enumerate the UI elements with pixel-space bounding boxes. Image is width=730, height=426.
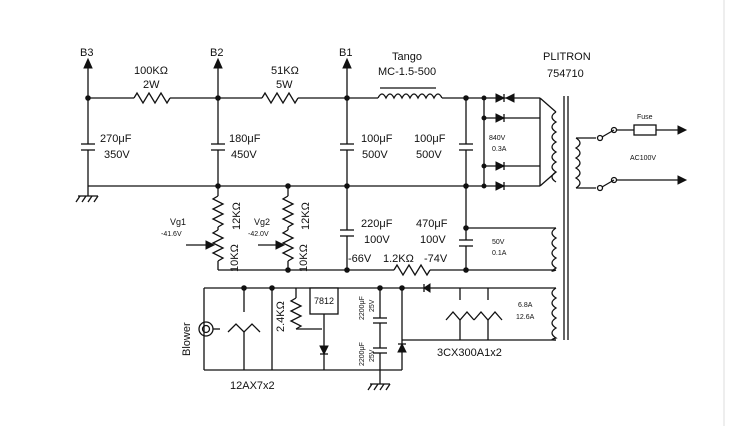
- mains-switch: [596, 126, 618, 192]
- b3-arrow: [83, 57, 93, 98]
- capacitor-b1-b: [459, 98, 473, 186]
- capacitor-b1-a: [340, 98, 354, 186]
- c-b3-voltage: 350V: [104, 149, 130, 161]
- heater-3cx300a1-b: [473, 288, 503, 340]
- capacitor-bias-b: [459, 186, 473, 270]
- c-bias-b-value: 470μF: [416, 218, 448, 230]
- transformer-brand: PLITRON: [543, 51, 591, 63]
- transformer-primary: [574, 137, 596, 189]
- transformer-bias-winding: [463, 225, 558, 272]
- c-bias-a-value: 220μF: [361, 218, 393, 230]
- transformer-heater-winding: [551, 287, 558, 341]
- heater-winding-current: 6.8A: [518, 302, 533, 309]
- fuse: [633, 124, 657, 136]
- vg2-divider: [258, 186, 295, 270]
- heater-12ax7-a: [227, 288, 261, 370]
- c-bias-b-voltage: 100V: [420, 234, 446, 246]
- transformer-hv-secondary: [551, 111, 558, 183]
- capacitor-bias-a: [340, 186, 354, 270]
- heater-winding-voltage: 12.6A: [516, 314, 535, 321]
- junction-dot: [285, 267, 291, 273]
- b2-arrow: [213, 57, 223, 98]
- r-vg2-fixed: 12KΩ: [300, 202, 312, 230]
- vg2-value: -42.0V: [248, 231, 269, 238]
- vg1-divider: [186, 186, 225, 270]
- tube-preamp-label: 12AX7x2: [230, 380, 275, 392]
- mains-arrow-top: [677, 125, 688, 135]
- r-vg1-pot: 10KΩ: [229, 244, 241, 272]
- c-b2-voltage: 450V: [231, 149, 257, 161]
- capacitor-regulator-bottom: [373, 340, 387, 370]
- bias-node-a: -66V: [348, 253, 372, 265]
- choke-brand: Tango: [392, 51, 422, 63]
- heater-diode-horizontal: [423, 283, 431, 293]
- blower-motor: [198, 321, 220, 337]
- c-b3-value: 270μF: [100, 133, 132, 145]
- hv-winding-current: 0.3A: [492, 146, 507, 153]
- r-b2-b1-value: 51KΩ: [271, 65, 299, 77]
- vg1-label: Vg1: [170, 217, 186, 227]
- heater-3cx300a1-a: [445, 288, 475, 340]
- choke-model: MC-1.5-500: [378, 66, 436, 78]
- r-b3-b2-value: 100KΩ: [134, 65, 168, 77]
- ground-symbol-top: [75, 186, 99, 203]
- r-regulator: 2.4KΩ: [275, 301, 287, 332]
- hv-bridge-rectifier: [466, 93, 557, 191]
- node-b3-label: B3: [80, 47, 93, 59]
- tube-output-label: 3CX300A1x2: [437, 347, 502, 359]
- fuse-label: Fuse: [637, 114, 653, 121]
- c-reg-top-voltage: 25V: [369, 299, 376, 312]
- c-b1-a-value: 100μF: [361, 133, 393, 145]
- node-b1-label: B1: [339, 47, 352, 59]
- c-b1-b-voltage: 500V: [416, 149, 442, 161]
- capacitor-b3: [81, 98, 95, 186]
- resistor-b3-b2: [133, 91, 171, 105]
- bias-node-b: -74V: [424, 253, 448, 265]
- c-reg-bottom-value: 2200μF: [359, 342, 366, 366]
- regulator-label: 7812: [314, 296, 334, 306]
- hv-winding-voltage: 840V: [489, 135, 506, 142]
- r-bias-series: 1.2KΩ: [383, 253, 414, 265]
- b1-arrow: [342, 57, 352, 98]
- resistor-bias-series: [393, 263, 431, 277]
- resistor-regulator: [289, 288, 322, 330]
- r-vg2-pot: 10KΩ: [298, 244, 310, 272]
- r-vg1-fixed: 12KΩ: [231, 202, 243, 230]
- transformer-core: [563, 96, 569, 340]
- bias-winding-current: 0.1A: [492, 250, 507, 257]
- choke-inductor: [377, 87, 443, 100]
- mains-voltage: AC100V: [630, 155, 656, 162]
- junction-dot: [241, 285, 247, 291]
- bias-winding-voltage: 50V: [492, 239, 505, 246]
- resistor-b2-b1: [261, 91, 299, 105]
- r-b3-b2-power: 2W: [143, 79, 160, 91]
- capacitor-regulator-top: [373, 288, 387, 340]
- c-reg-bottom-voltage: 25V: [369, 349, 376, 362]
- heater-diode-vertical: [397, 288, 407, 370]
- ground-symbol-bottom: [367, 370, 391, 391]
- c-b1-b-value: 100μF: [414, 133, 446, 145]
- junction-dot: [377, 285, 383, 291]
- capacitor-b2: [211, 98, 225, 186]
- mains-arrow-bottom: [677, 175, 688, 185]
- regulator-diode: [319, 345, 329, 356]
- c-reg-top-value: 2200μF: [359, 296, 366, 320]
- c-bias-a-voltage: 100V: [364, 234, 390, 246]
- node-b2-label: B2: [210, 47, 223, 59]
- c-b2-value: 180μF: [229, 133, 261, 145]
- vg1-value: -41.6V: [161, 231, 182, 238]
- transformer-model: 754710: [547, 68, 584, 80]
- c-b1-a-voltage: 500V: [362, 149, 388, 161]
- blower-label: Blower: [181, 322, 193, 356]
- r-b2-b1-power: 5W: [276, 79, 293, 91]
- vg2-label: Vg2: [254, 217, 270, 227]
